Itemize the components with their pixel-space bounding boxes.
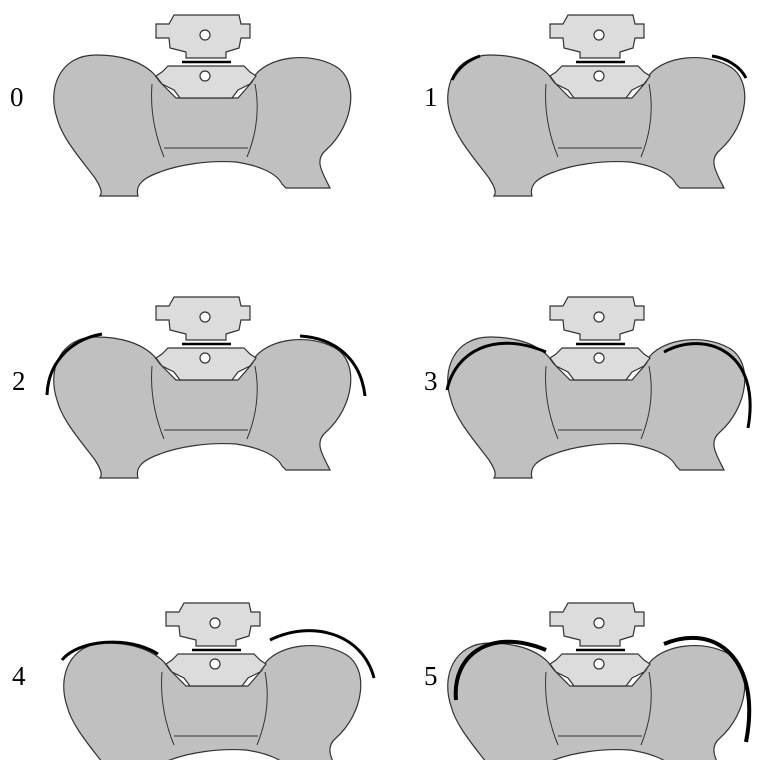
pelvis-diagram <box>448 297 745 478</box>
grade-label: 3 <box>424 366 438 396</box>
panel-grade-4: 4 <box>12 603 374 760</box>
pelvis-diagram <box>448 15 745 196</box>
panel-grade-5: 5 <box>424 603 749 760</box>
pelvis-diagram <box>64 603 361 760</box>
panel-grade-3: 3 <box>424 297 750 478</box>
pelvis-diagram <box>448 603 745 760</box>
panel-grade-0: 0 <box>10 15 351 196</box>
grade-label: 4 <box>12 661 26 691</box>
grade-label: 0 <box>10 82 24 112</box>
panel-grade-1: 1 <box>424 15 746 196</box>
panel-grade-2: 2 <box>12 297 365 478</box>
pelvis-diagram <box>54 15 351 196</box>
grade-label: 5 <box>424 661 438 691</box>
grade-label: 2 <box>12 366 26 396</box>
grade-label: 1 <box>424 82 438 112</box>
pelvis-diagram <box>54 297 351 478</box>
